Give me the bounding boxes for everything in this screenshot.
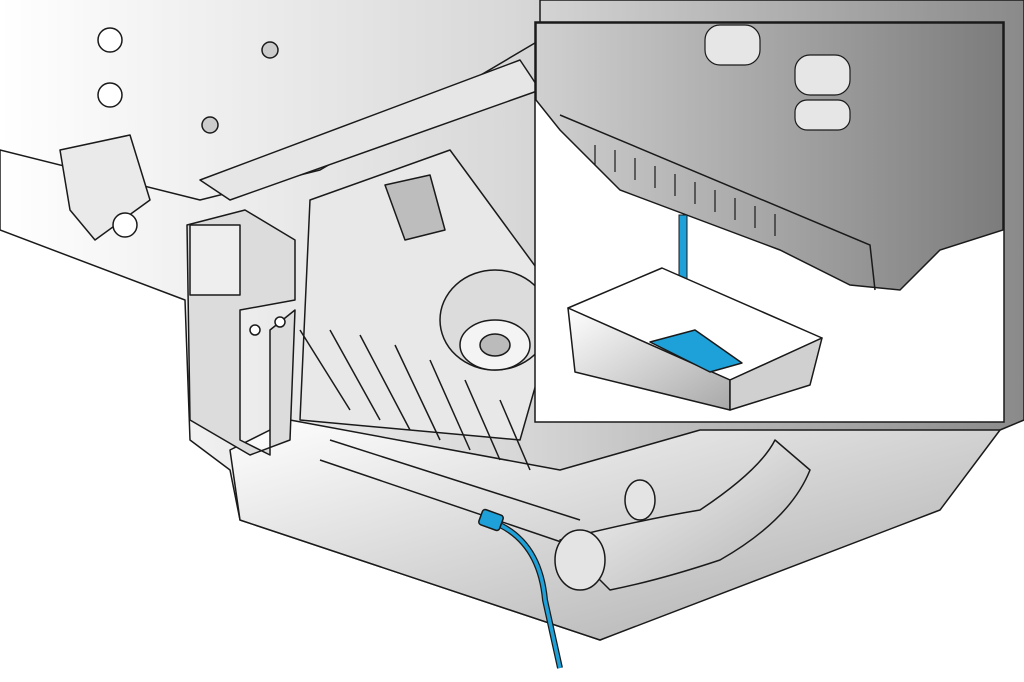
drain-pan bbox=[567, 267, 823, 411]
drain-plug-connector bbox=[478, 508, 504, 532]
fluid-stream bbox=[678, 214, 688, 286]
drained-fluid bbox=[649, 329, 743, 373]
drain-tube bbox=[478, 508, 563, 669]
inset-view bbox=[534, 21, 1005, 423]
